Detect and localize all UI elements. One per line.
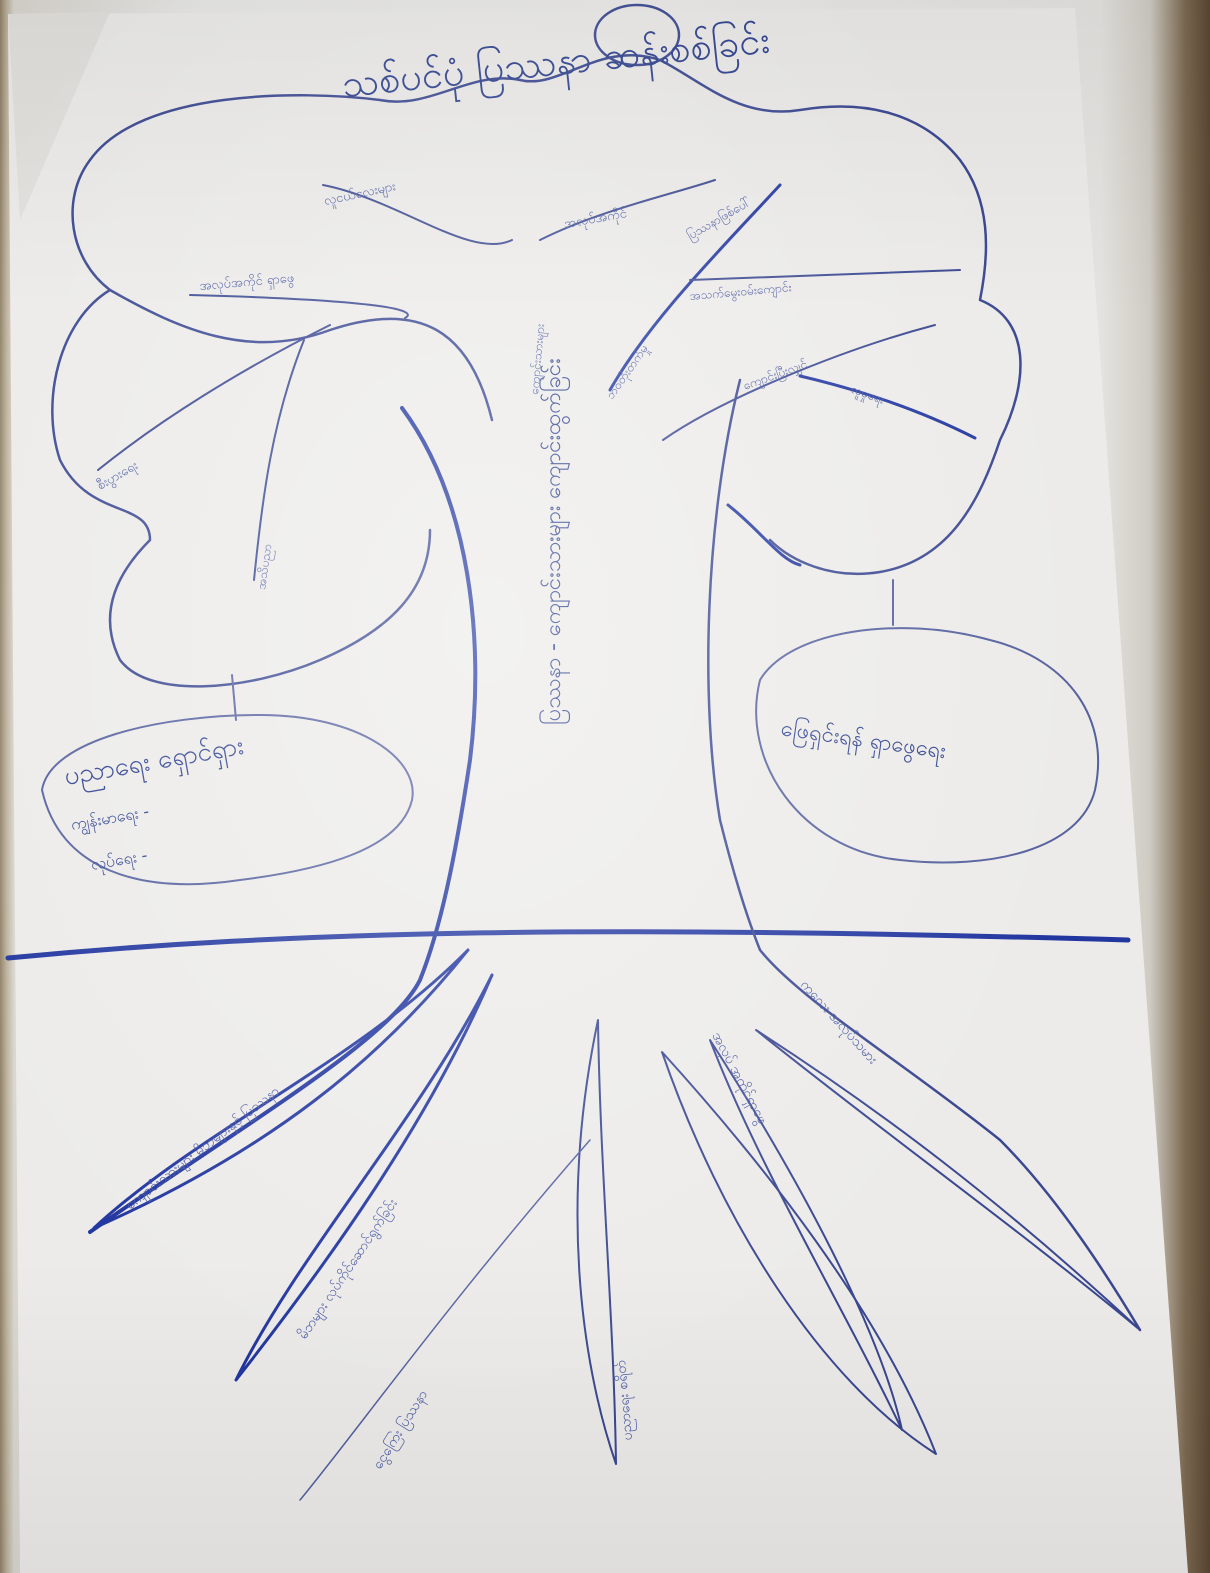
ground-line	[5, 929, 1131, 961]
branch-line-4	[608, 183, 782, 392]
left-bubble-stem	[231, 674, 237, 721]
tree-canopy	[71, 54, 1022, 576]
paper-fold	[8, 12, 110, 220]
branch-line-9	[253, 339, 305, 581]
root-shape-1	[92, 948, 470, 1230]
paper-sheet	[8, 8, 1188, 1573]
trunk-right	[707, 378, 1142, 1332]
branch-line-8	[97, 324, 331, 471]
root-shape-4	[661, 1051, 937, 1455]
branch-line-3	[539, 179, 716, 241]
tree-canopy-left	[51, 288, 432, 688]
branch-line-2	[322, 184, 513, 246]
branch-line-5	[689, 269, 961, 281]
trunk-left	[88, 406, 478, 1234]
root-shape-6	[755, 1029, 1141, 1331]
right-bubble-outline	[755, 627, 1100, 864]
branch-line-1	[189, 294, 409, 319]
left-bubble-outline	[41, 714, 414, 886]
branch-line-7	[798, 374, 977, 440]
trunk-label: ပြဿနာ - ကျောင်းသားများ ကျောင်းထွက်ခြင်း	[539, 358, 571, 725]
root-line-7	[299, 1139, 591, 1501]
tree-canopy-inner	[726, 503, 802, 567]
root-shape-5	[709, 1039, 903, 1431]
title-circle	[593, 3, 681, 67]
root-shape-2	[234, 973, 494, 1382]
root-shape-3	[576, 1019, 617, 1465]
branch-line-6	[662, 324, 936, 441]
